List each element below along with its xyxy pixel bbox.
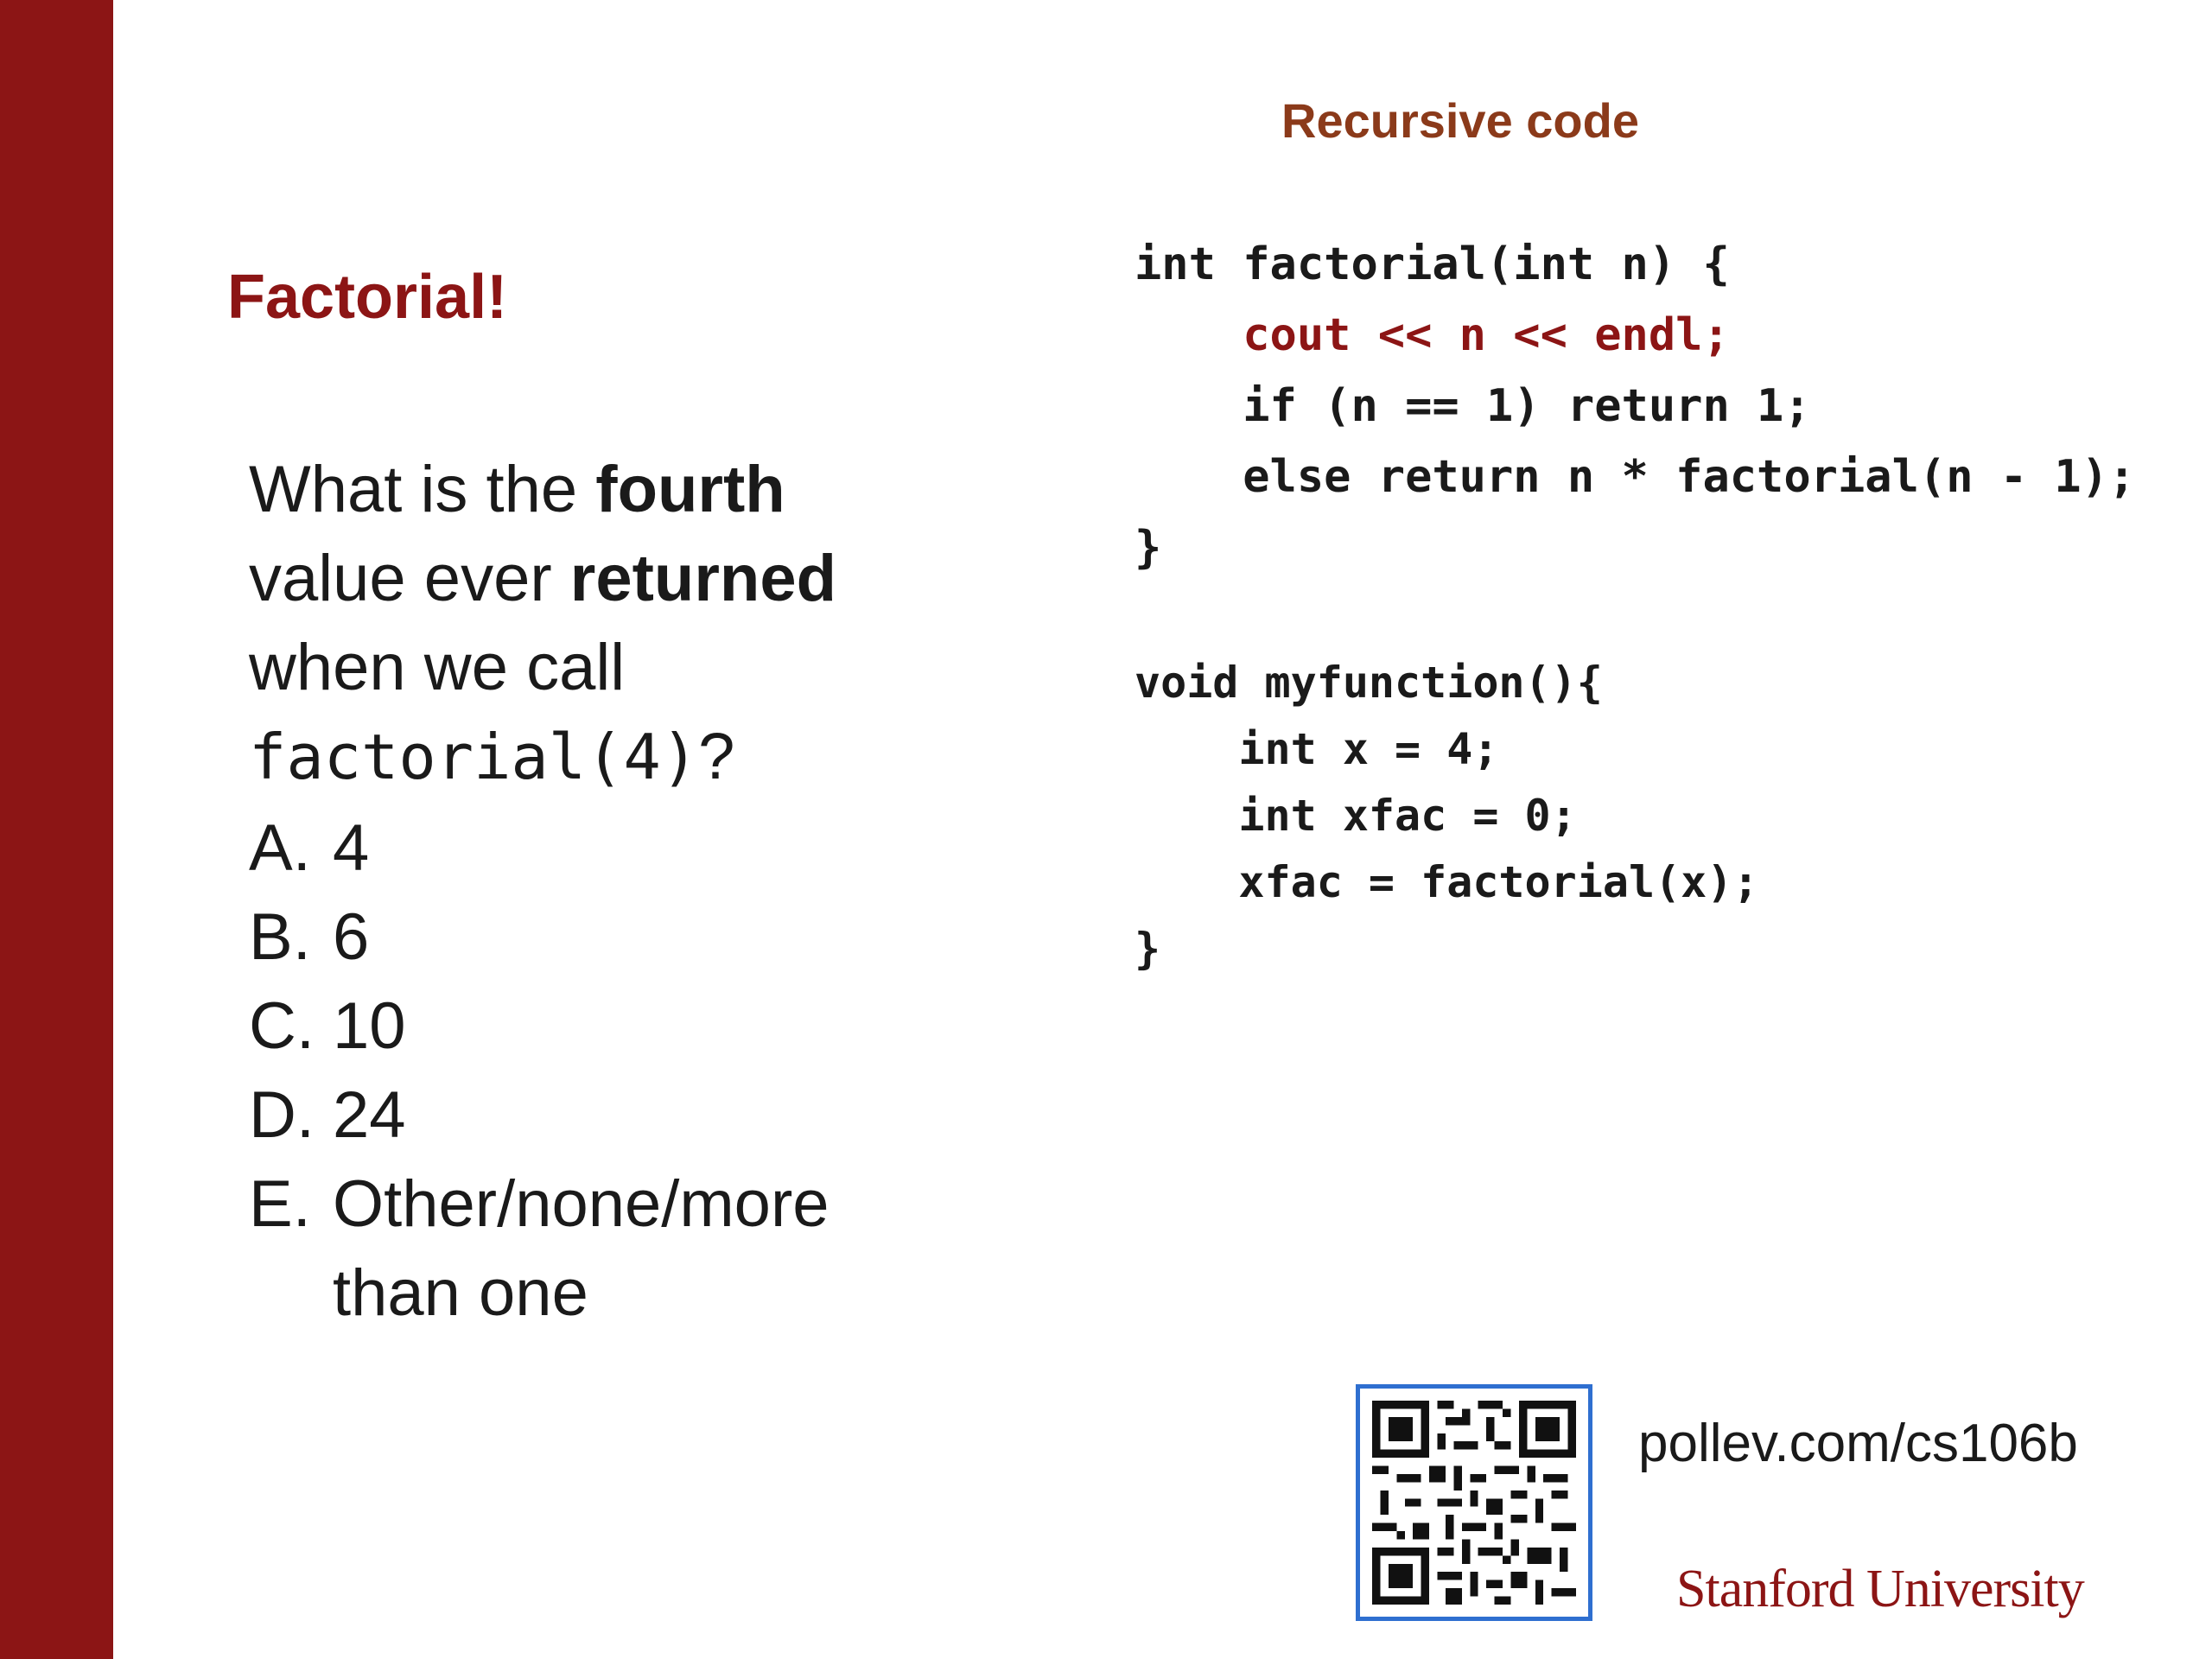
code-line: else return n * factorial(n - 1);	[1135, 451, 2136, 503]
code-line: xfac = factorial(x);	[1135, 857, 1759, 907]
answer-options: A. 4 B. 6 C. 10 D. 24 E. Other/none/more…	[249, 804, 940, 1338]
code-line: if (n == 1) return 1;	[1135, 380, 1811, 432]
code-line: }	[1135, 924, 1161, 974]
poll-url-link[interactable]: pollev.com/cs106b	[1638, 1414, 2078, 1473]
option-letter: D.	[249, 1078, 315, 1152]
option-letter: B.	[249, 900, 311, 974]
code-line: }	[1135, 522, 1162, 574]
answer-option-a: A. 4	[249, 804, 940, 893]
option-letter: C.	[249, 989, 315, 1063]
code-line: void myfunction(){	[1135, 658, 1603, 708]
code-heading: Recursive code	[1281, 93, 1639, 148]
option-text: 10	[333, 989, 406, 1063]
question-part: value ever	[249, 542, 570, 615]
question-part: ?	[698, 720, 735, 793]
code-line: int factorial(int n) {	[1135, 238, 1730, 290]
answer-option-b: B. 6	[249, 893, 940, 982]
option-text: 6	[333, 900, 370, 974]
option-letter: E.	[249, 1167, 311, 1241]
qr-code-graphic	[1372, 1401, 1576, 1605]
option-text: 24	[333, 1078, 406, 1152]
factorial-code-block: int factorial(int n) { cout << n << endl…	[1135, 229, 2135, 583]
question-part: What is the	[249, 453, 596, 526]
question-emphasis: returned	[569, 542, 837, 615]
answer-option-d: D. 24	[249, 1071, 940, 1160]
stanford-logo: Stanford University	[1676, 1560, 2085, 1618]
question-part: when we call	[249, 631, 626, 704]
option-text: Other/none/more than one	[333, 1167, 830, 1330]
question-text: What is the fourth value ever returned whe…	[249, 445, 940, 802]
left-accent-bar	[0, 0, 113, 1659]
option-letter: A.	[249, 811, 311, 885]
question-emphasis: fourth	[595, 453, 785, 526]
code-line-highlighted: cout << n << endl;	[1135, 309, 1730, 361]
myfunction-code-block: void myfunction(){ int x = 4; int xfac =…	[1135, 650, 1758, 982]
option-text: 4	[333, 811, 370, 885]
qr-code-icon[interactable]	[1356, 1384, 1592, 1621]
slide-title: Factorial!	[227, 263, 508, 332]
code-line: int xfac = 0;	[1135, 791, 1577, 841]
code-line: int x = 4;	[1135, 724, 1499, 774]
answer-option-c: C. 10	[249, 982, 940, 1071]
question-code: factorial(4)	[249, 721, 699, 793]
answer-option-e: E. Other/none/more than one	[249, 1160, 940, 1338]
